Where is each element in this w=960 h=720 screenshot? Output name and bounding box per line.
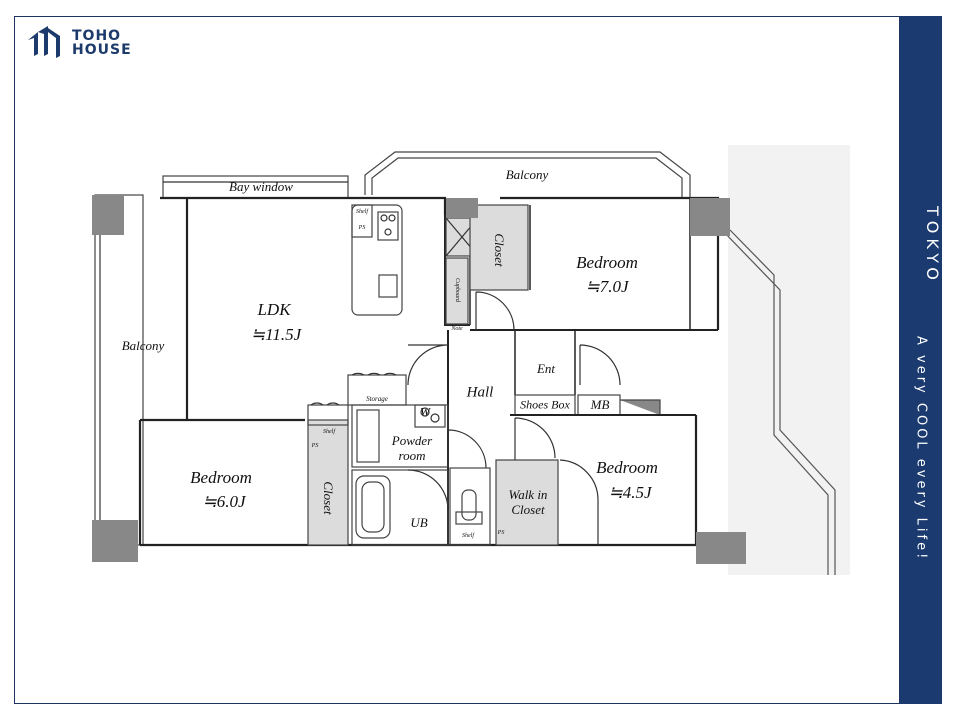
unit-bath-label: UB [410,515,428,530]
mb-label: MB [590,397,610,412]
sidebar-tagline: A very COOL every Life! [913,336,929,562]
shelf-label-a: Shelf [323,429,335,435]
sidebar-band: TOKYO A very COOL every Life! [900,16,942,704]
ps-label-b: PS [497,530,505,536]
bedroom-2-size: ≒6.0J [202,492,246,511]
shelf-label-kitchen: Shelf [356,209,368,215]
entrance-label: Ent [536,361,556,376]
ps-label-a: PS [311,443,319,449]
cupboard-label: Cupboard [454,277,460,303]
ldk-name: LDK [257,300,291,319]
shelf-label-b: Shelf [462,533,474,539]
balcony-top-label: Balcony [505,167,549,182]
house-logo-icon [28,26,60,58]
bedroom-1-name: Bedroom [576,253,638,272]
brand-line1: TOHO [72,28,122,44]
closet-top-label: Closet [492,233,507,267]
bedroom-3-size: ≒4.5J [608,483,652,502]
hall-label: Hall [466,384,494,401]
ldk-size: ≒11.5J [250,325,302,344]
note-label: Note [451,326,463,332]
brand-logo: TOHO HOUSE [26,26,132,60]
bay-window-label: Bay window [229,179,293,194]
bedroom-1-size: ≒7.0J [585,277,629,296]
bedroom-3-name: Bedroom [596,458,658,477]
storage-label: Storage [366,395,388,403]
bedroom-2-name: Bedroom [190,468,252,487]
closet-left-label: Closet [321,481,336,515]
brand-name: TOHO HOUSE [72,29,132,57]
pantry-label: PS [358,225,366,231]
sidebar-city: TOKYO [923,206,942,285]
shoes-box-label: Shoes Box [520,397,570,412]
walk-in-closet-label: Walk in Closet [508,487,548,517]
balcony-left-label: Balcony [121,338,165,353]
washer-label: W [420,404,430,419]
floor-plan [92,145,850,575]
brand-line2: HOUSE [72,42,132,58]
powder-room-label: Powder room [391,433,433,463]
